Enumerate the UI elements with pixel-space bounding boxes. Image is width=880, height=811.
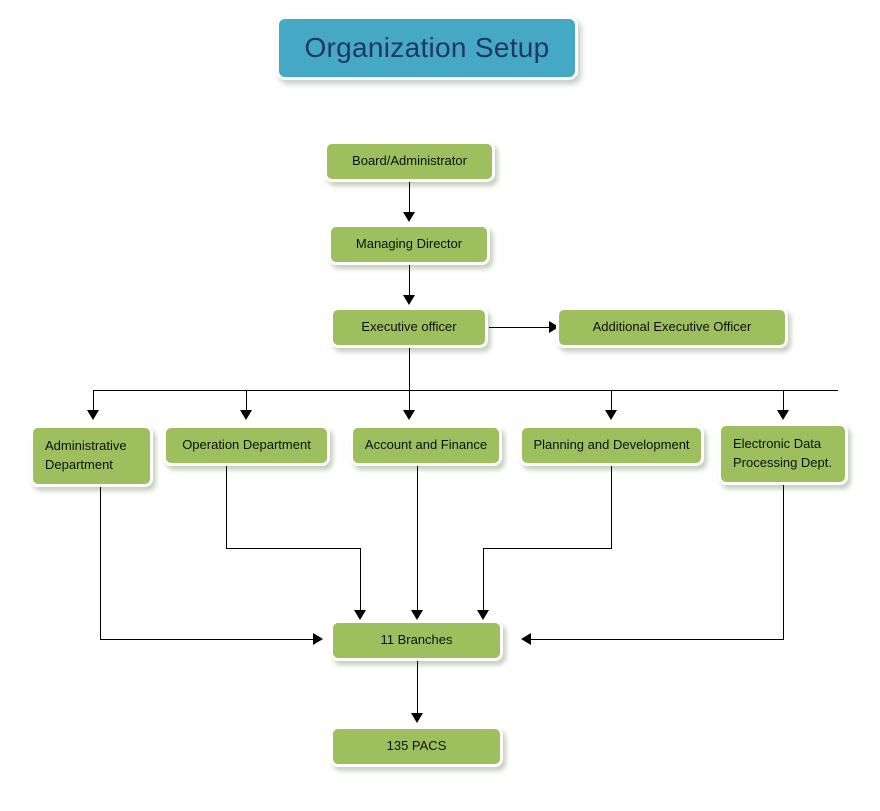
connector-edp-down	[783, 485, 784, 639]
node-label: Operation Department	[182, 437, 311, 453]
node-label-wrap: Administrative Department	[45, 437, 127, 475]
connector-operation-right	[226, 548, 361, 549]
connector-planning-down	[611, 466, 612, 548]
arrowhead-operation-to-branches	[354, 610, 366, 620]
arrowhead-bus-to-planning	[605, 410, 617, 420]
connector-administrative-down	[100, 487, 101, 639]
connector-account-down	[417, 466, 418, 612]
node-operation-department[interactable]: Operation Department	[163, 425, 330, 466]
node-label: Managing Director	[355, 236, 463, 252]
arrowhead-bus-to-account	[403, 410, 415, 420]
node-account-and-finance[interactable]: Account and Finance	[350, 425, 502, 466]
node-label: 11 Branches	[380, 632, 453, 648]
connector-planning-left	[483, 548, 612, 549]
connector-administrative-right	[100, 639, 315, 640]
arrowhead-bus-to-operation	[240, 410, 252, 420]
arrowhead-eo-to-aeo	[549, 321, 559, 333]
node-label: Account and Finance	[364, 437, 488, 453]
arrowhead-bus-to-administrative	[87, 410, 99, 420]
node-board-administrator[interactable]: Board/Administrator	[324, 141, 495, 182]
node-planning-and-development[interactable]: Planning and Development	[519, 425, 704, 466]
connector-department-bus	[93, 390, 838, 391]
page-title: Organization Setup	[304, 32, 550, 63]
connector-operation-down	[226, 466, 227, 548]
node-label: Board/Administrator	[352, 153, 467, 169]
arrowhead-bus-to-edp	[777, 410, 789, 420]
node-label-line2: Processing Dept.	[733, 455, 832, 470]
connector-bus-to-operation	[246, 390, 247, 412]
arrowhead-account-to-branches	[411, 610, 423, 620]
connector-planning-down2	[483, 548, 484, 612]
node-label: 135 PACS	[386, 738, 447, 754]
node-additional-executive-officer[interactable]: Additional Executive Officer	[556, 307, 788, 348]
connector-edp-left	[530, 639, 784, 640]
connector-bus-to-account	[409, 390, 410, 412]
arrowhead-branches-to-pacs	[411, 713, 423, 723]
node-label: Additional Executive Officer	[592, 319, 752, 335]
node-branches[interactable]: 11 Branches	[330, 620, 503, 661]
arrowhead-planning-to-branches	[477, 610, 489, 620]
node-pacs[interactable]: 135 PACS	[330, 726, 503, 767]
connector-md-to-eo	[409, 265, 410, 297]
node-label-line2: Department	[45, 457, 113, 472]
node-electronic-data-processing-dept[interactable]: Electronic Data Processing Dept.	[718, 423, 848, 485]
node-label: Executive officer	[361, 319, 457, 335]
arrowhead-edp-to-branches	[521, 633, 531, 645]
node-executive-officer[interactable]: Executive officer	[330, 307, 488, 348]
node-label-line1: Administrative	[45, 438, 127, 454]
connector-eo-to-aeo	[489, 327, 551, 328]
arrowhead-board-to-md	[403, 212, 415, 222]
node-administrative-department[interactable]: Administrative Department	[30, 425, 153, 487]
node-managing-director[interactable]: Managing Director	[328, 224, 490, 265]
connector-bus-to-planning	[611, 390, 612, 412]
node-label-wrap: Electronic Data Processing Dept.	[733, 435, 832, 473]
node-label: Planning and Development	[533, 437, 690, 453]
arrowhead-administrative-to-branches	[313, 633, 323, 645]
node-label-line1: Electronic Data	[733, 436, 822, 452]
connector-eo-to-bus	[409, 348, 410, 390]
connector-branches-to-pacs	[417, 661, 418, 715]
connector-operation-down2	[360, 548, 361, 612]
connector-board-to-md	[409, 182, 410, 214]
connector-bus-to-edp	[783, 390, 784, 412]
chart-title-banner: Organization Setup	[276, 16, 578, 80]
arrowhead-md-to-eo	[403, 295, 415, 305]
connector-bus-to-administrative	[93, 390, 94, 412]
